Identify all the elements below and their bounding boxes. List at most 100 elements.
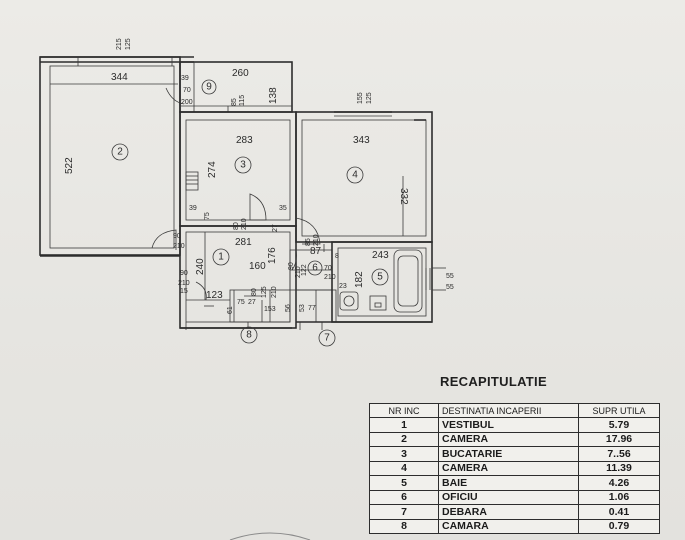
dim-260: 260 (232, 68, 249, 79)
recap-title: RECAPITULATIE (440, 374, 547, 389)
table-row: 5 BAIE 4.26 (369, 475, 660, 491)
dim-343: 343 (353, 135, 370, 146)
cell-nr: 4 (369, 460, 439, 476)
cell-nr: 8 (369, 518, 439, 534)
dim-210-room4: 210 (313, 234, 320, 246)
cell-nr: 2 (369, 431, 439, 447)
dim-215: 215 (116, 38, 123, 50)
dim-210-entry: 210 (173, 243, 185, 250)
room-number-8: 8 (246, 330, 252, 341)
header-nr-inc: NR INC (369, 403, 439, 418)
table-row: 4 CAMERA 11.39 (369, 460, 660, 476)
dim-80-camara: 80 (251, 288, 258, 296)
cell-destinatie: DEBARA (438, 504, 579, 520)
cell-destinatie: BUCATARIE (438, 446, 579, 462)
dim-15: 15 (180, 288, 188, 295)
dim-182: 182 (354, 271, 365, 288)
dimension-labels: 215 125 344 39 70 200 260 85 115 138 155… (64, 38, 454, 314)
dim-210-kitchen: 210 (241, 218, 248, 230)
dim-35: 35 (279, 205, 287, 212)
dim-85-room4: 85 (305, 238, 312, 246)
dim-281: 281 (235, 237, 252, 248)
dim-75-camara: 75 (237, 299, 245, 306)
dim-39-top: 39 (181, 75, 189, 82)
table-row: 1 VESTIBUL 5.79 (369, 417, 660, 433)
table-row: 6 OFICIU 1.06 (369, 489, 660, 505)
room-marker-6 (307, 260, 323, 276)
dim-155: 155 (357, 92, 364, 104)
table-row: 7 DEBARA 0.41 (369, 504, 660, 520)
dim-125-top: 125 (125, 38, 132, 50)
dim-27: 27 (272, 224, 279, 232)
table-row: 2 CAMERA 17.96 (369, 431, 660, 447)
dim-125-right: 125 (366, 92, 373, 104)
dim-90-oficiu: 90 (288, 262, 295, 270)
cell-destinatie: OFICIU (438, 489, 579, 505)
dim-200: 200 (181, 99, 193, 106)
room-marker-4 (346, 166, 364, 184)
dim-522: 522 (64, 157, 75, 174)
dim-70-oficiu: 70 (324, 265, 332, 272)
dim-210-camara: 210 (271, 286, 278, 298)
dim-210-oficiu-b: 210 (324, 274, 336, 281)
dim-138: 138 (268, 87, 279, 104)
room-4-walls (295, 111, 433, 245)
cell-nr: 3 (369, 446, 439, 462)
dim-85-top: 85 (231, 98, 238, 106)
cell-suprafata: 11.39 (578, 460, 660, 476)
dim-75: 75 (204, 212, 211, 220)
cell-nr: 5 (369, 475, 439, 491)
room-marker-3 (234, 156, 252, 174)
dim-123: 123 (206, 290, 223, 301)
table-row: 8 CAMARA 0.79 (369, 518, 660, 534)
cell-suprafata: 0.41 (578, 504, 660, 520)
dim-332: 332 (398, 188, 409, 205)
cell-suprafata: 7..56 (578, 446, 660, 462)
dim-80-kitchen: 80 (233, 222, 240, 230)
dim-115: 115 (239, 95, 246, 106)
dim-55-b: 55 (446, 284, 454, 291)
room-8-walls (185, 289, 291, 330)
dim-39-kitchen: 39 (189, 205, 197, 212)
dim-240: 240 (195, 258, 206, 275)
room-number-6: 6 (312, 263, 318, 274)
dim-176: 176 (267, 247, 278, 264)
room-marker-5 (371, 268, 389, 286)
cell-destinatie: CAMERA (438, 460, 579, 476)
cell-destinatie: VESTIBUL (438, 417, 579, 433)
room-5-walls (331, 241, 446, 323)
room-marker-1 (212, 248, 230, 266)
dim-23: 23 (339, 283, 347, 290)
dim-243: 243 (372, 250, 389, 261)
dim-160: 160 (249, 261, 266, 272)
room-number-9: 9 (206, 82, 212, 93)
cell-suprafata: 0.79 (578, 518, 660, 534)
dim-153: 153 (264, 306, 276, 313)
room-marker-7 (318, 329, 336, 347)
cell-destinatie: BAIE (438, 475, 579, 491)
cell-nr: 6 (369, 489, 439, 505)
dim-87: 87 (310, 246, 322, 257)
cell-nr: 7 (369, 504, 439, 520)
room-marker-9 (201, 79, 217, 95)
dim-61: 61 (227, 306, 234, 314)
stamp-arc (229, 532, 311, 540)
dim-122: 122 (301, 264, 308, 276)
dim-55-a: 55 (446, 273, 454, 280)
table-row: 3 BUCATARIE 7..56 (369, 446, 660, 462)
dim-70-top: 70 (183, 87, 191, 94)
dim-210-oficiu: 210 (295, 266, 302, 278)
cell-suprafata: 4.26 (578, 475, 660, 491)
cell-nr: 1 (369, 417, 439, 433)
dim-344: 344 (111, 72, 128, 83)
room-marker-2 (111, 143, 129, 161)
plan-misc-lines (180, 244, 432, 329)
recap-header-row: NR INC DESTINATIA INCAPERII SUPR UTILA (369, 403, 660, 418)
dim-274: 274 (207, 161, 218, 178)
dim-283: 283 (236, 135, 253, 146)
room-number-7: 7 (324, 333, 330, 344)
room-number-2: 2 (117, 147, 123, 158)
header-supr-utila: SUPR UTILA (578, 403, 660, 418)
room-markers: 1 2 3 4 5 6 7 8 9 (111, 79, 389, 347)
